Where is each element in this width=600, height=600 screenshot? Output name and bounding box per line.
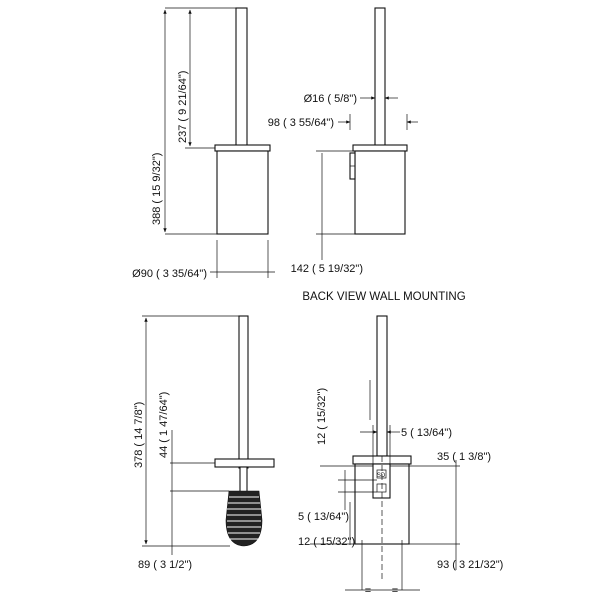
front-rod xyxy=(235,7,248,149)
back-overall-depth-label: 93 ( 3 21/32") xyxy=(437,559,503,571)
back-hole-offset-label: 5 ( 13/64") xyxy=(298,511,349,523)
front-total-height-label: 388 ( 15 9/32") xyxy=(151,153,163,225)
brush-handle xyxy=(238,315,249,469)
brush-lid xyxy=(214,458,275,468)
brush-lid-offset-label: 44 ( 1 47/64") xyxy=(158,392,170,458)
back-wall-bracket xyxy=(372,463,391,499)
front-container xyxy=(216,150,269,235)
side-depth-label: 98 ( 3 55/64") xyxy=(268,117,334,129)
back-view-caption: BACK VIEW WALL MOUNTING xyxy=(302,291,465,303)
front-view: 388 ( 15 9/32") 237 ( 9 21/64") Ø90 ( 3 … xyxy=(132,7,275,280)
side-rod xyxy=(374,7,386,149)
back-bracket-height-label: 12 ( 15/32") xyxy=(316,388,328,445)
brush-head xyxy=(225,490,263,547)
back-equal-right-label: = xyxy=(392,585,398,597)
back-equal-left-label: = xyxy=(365,585,371,597)
back-slot-width-label: 5 ( 13/64") xyxy=(401,427,452,439)
side-container-height-label: 142 ( 5 19/32") xyxy=(291,263,363,275)
bracket-logo: SD xyxy=(377,473,386,479)
front-lid xyxy=(214,144,271,152)
brush-height-label: 89 ( 3 1/2") xyxy=(138,559,192,571)
back-bottom-gap-label: 12 ( 15/32") xyxy=(298,536,355,548)
side-lid xyxy=(352,144,408,152)
side-rod-diameter-label: Ø16 ( 5/8") xyxy=(304,93,357,105)
back-bracket-offset-label: 35 ( 1 3/8") xyxy=(437,451,491,463)
back-view: SD 12 ( 15/32") 5 ( 13/64") 35 ( 1 3/8")… xyxy=(298,315,503,597)
front-diameter-label: Ø90 ( 3 35/64") xyxy=(132,268,207,280)
back-rod xyxy=(376,315,388,457)
side-view: Ø16 ( 5/8") 98 ( 3 55/64") 142 ( 5 19/32… xyxy=(268,7,418,275)
brush-view: 378 ( 14 7/8") 44 ( 1 47/64") 89 ( 3 1/2… xyxy=(133,315,275,571)
side-container xyxy=(354,150,406,235)
brush-total-height-label: 378 ( 14 7/8") xyxy=(133,402,145,468)
front-handle-height-label: 237 ( 9 21/64") xyxy=(177,71,189,143)
